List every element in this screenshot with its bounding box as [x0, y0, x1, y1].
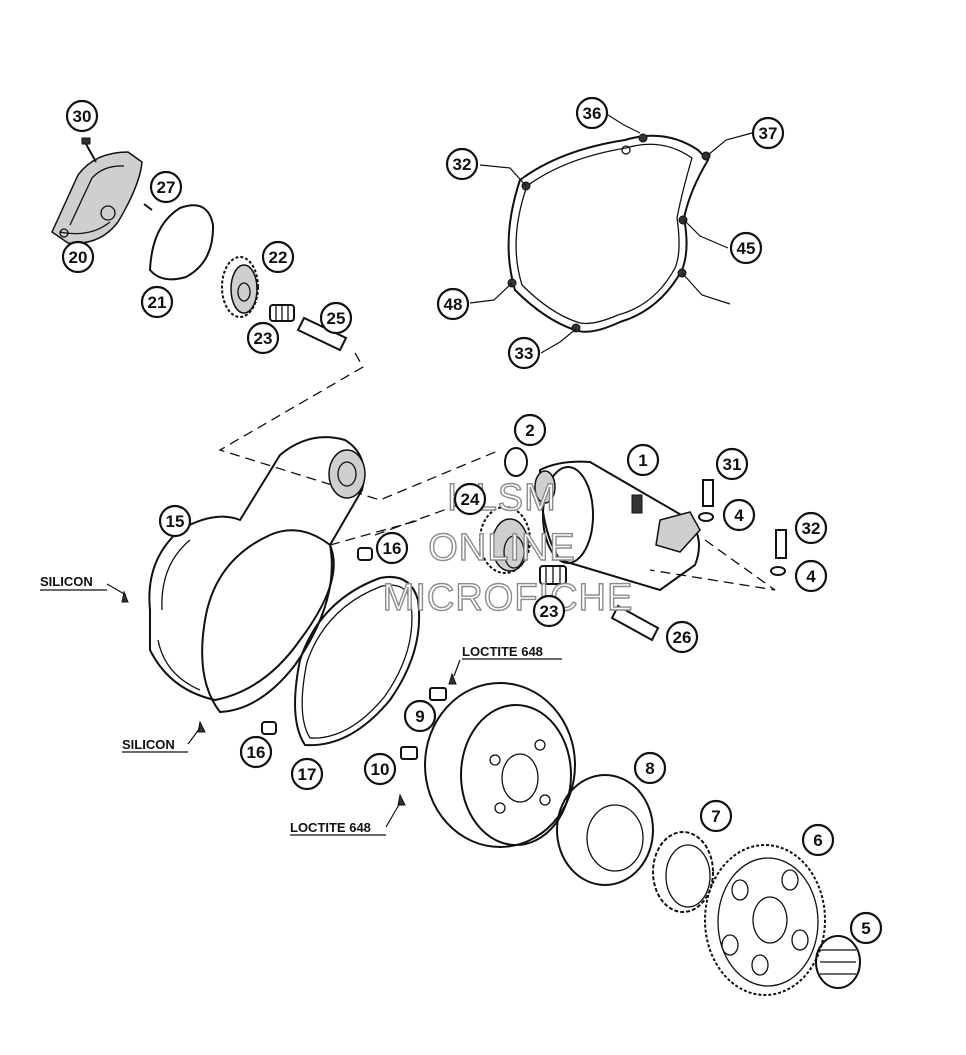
callout-15: 15 — [158, 504, 192, 538]
callout-10: 10 — [363, 752, 397, 786]
svg-text:24: 24 — [461, 490, 480, 509]
starter-motor-part — [534, 460, 701, 592]
callout-45: 45 — [729, 231, 763, 265]
note-loctite-upper: LOCTITE 648 — [462, 644, 543, 659]
watermark-line-2: ONLINE — [428, 527, 575, 569]
starter-bolts-part — [698, 479, 787, 576]
callout-23-upper: 23 — [246, 321, 280, 355]
cover-gasket-lower-part — [201, 529, 333, 714]
svg-text:26: 26 — [673, 628, 692, 647]
callout-31: 31 — [715, 447, 749, 481]
svg-text:7: 7 — [711, 807, 720, 826]
freewheel-housing-part — [556, 774, 654, 886]
callout-23-lower: 23 — [532, 594, 566, 628]
callout-21: 21 — [140, 285, 174, 319]
svg-text:45: 45 — [737, 239, 756, 258]
idler-gear-part — [221, 256, 259, 318]
watermark-line-3: MICROFICHE — [383, 577, 634, 619]
callout-25: 25 — [319, 301, 353, 335]
svg-text:30: 30 — [73, 107, 92, 126]
needle-bearing-lower-part — [539, 565, 567, 585]
shaft-lower-part — [610, 604, 660, 642]
inner-gasket-part — [294, 576, 421, 747]
callout-32-right: 32 — [794, 511, 828, 545]
svg-text:16: 16 — [247, 743, 266, 762]
svg-text:8: 8 — [645, 759, 654, 778]
o-ring-part — [504, 447, 528, 477]
watermark: HLSM ONLINE MICROFICHE — [382, 476, 634, 619]
small-pin-part — [143, 203, 153, 211]
callout-33: 33 — [507, 336, 541, 370]
callout-2: 2 — [513, 413, 547, 447]
callout-48: 48 — [436, 287, 470, 321]
svg-text:32: 32 — [453, 155, 472, 174]
svg-text:6: 6 — [813, 831, 822, 850]
silicon-drops-part — [121, 590, 206, 733]
callout-17: 17 — [290, 757, 324, 791]
svg-text:31: 31 — [723, 455, 742, 474]
svg-text:21: 21 — [148, 293, 167, 312]
callout-4-upper: 4 — [722, 498, 756, 532]
assembly-dashed-lines — [218, 352, 776, 591]
callout-9: 9 — [403, 699, 437, 733]
callout-32-left: 32 — [445, 147, 479, 181]
note-loctite-lower: LOCTITE 648 — [290, 820, 371, 835]
intermediate-gear-part — [479, 506, 531, 574]
callout-4-lower: 4 — [794, 559, 828, 593]
small-cover-part — [51, 137, 143, 245]
callout-6: 6 — [801, 823, 835, 857]
svg-text:25: 25 — [327, 309, 346, 328]
callout-36: 36 — [575, 96, 609, 130]
leader-lines — [106, 114, 753, 828]
svg-text:5: 5 — [861, 919, 870, 938]
svg-text:20: 20 — [69, 248, 88, 267]
needle-bearing-upper-part — [269, 304, 295, 322]
shaft-upper-part — [296, 316, 348, 352]
svg-text:22: 22 — [269, 248, 288, 267]
callout-1: 1 — [626, 443, 660, 477]
svg-text:48: 48 — [444, 295, 463, 314]
callout-24: 24 — [453, 482, 487, 516]
dowel-pins-part — [261, 547, 373, 735]
svg-text:37: 37 — [759, 124, 778, 143]
callout-30: 30 — [65, 99, 99, 133]
callout-37: 37 — [751, 116, 785, 150]
small-gasket-part — [148, 204, 215, 281]
svg-text:10: 10 — [371, 760, 390, 779]
callout-16-lower: 16 — [239, 735, 273, 769]
callout-5: 5 — [849, 911, 883, 945]
svg-text:17: 17 — [298, 765, 317, 784]
note-silicon-lower: SILICON — [122, 737, 175, 752]
callout-27: 27 — [149, 170, 183, 204]
cover-gasket-part — [507, 133, 711, 333]
starter-gear-part — [704, 844, 826, 996]
notes: SILICON SILICON LOCTITE 648 LOCTITE 648 — [40, 574, 562, 836]
svg-text:27: 27 — [157, 178, 176, 197]
svg-text:23: 23 — [254, 329, 273, 348]
svg-text:16: 16 — [383, 539, 402, 558]
svg-text:4: 4 — [734, 506, 744, 525]
svg-text:2: 2 — [525, 421, 534, 440]
callout-22: 22 — [261, 240, 295, 274]
rotor-bolts-part — [397, 672, 457, 806]
needle-bearing-large-part — [815, 935, 861, 989]
svg-text:4: 4 — [806, 567, 816, 586]
note-silicon-upper: SILICON — [40, 574, 93, 589]
svg-text:23: 23 — [540, 602, 559, 621]
callout-8: 8 — [633, 751, 667, 785]
svg-text:1: 1 — [638, 451, 647, 470]
flywheel-rotor-part — [424, 682, 576, 848]
callout-26: 26 — [665, 620, 699, 654]
svg-text:33: 33 — [515, 344, 534, 363]
svg-text:9: 9 — [415, 707, 424, 726]
callout-16-upper: 16 — [375, 531, 409, 565]
callout-7: 7 — [699, 799, 733, 833]
freewheel-cage-part — [652, 831, 714, 913]
svg-text:32: 32 — [802, 519, 821, 538]
callout-20: 20 — [61, 240, 95, 274]
svg-text:36: 36 — [583, 104, 602, 123]
svg-text:15: 15 — [166, 512, 185, 531]
